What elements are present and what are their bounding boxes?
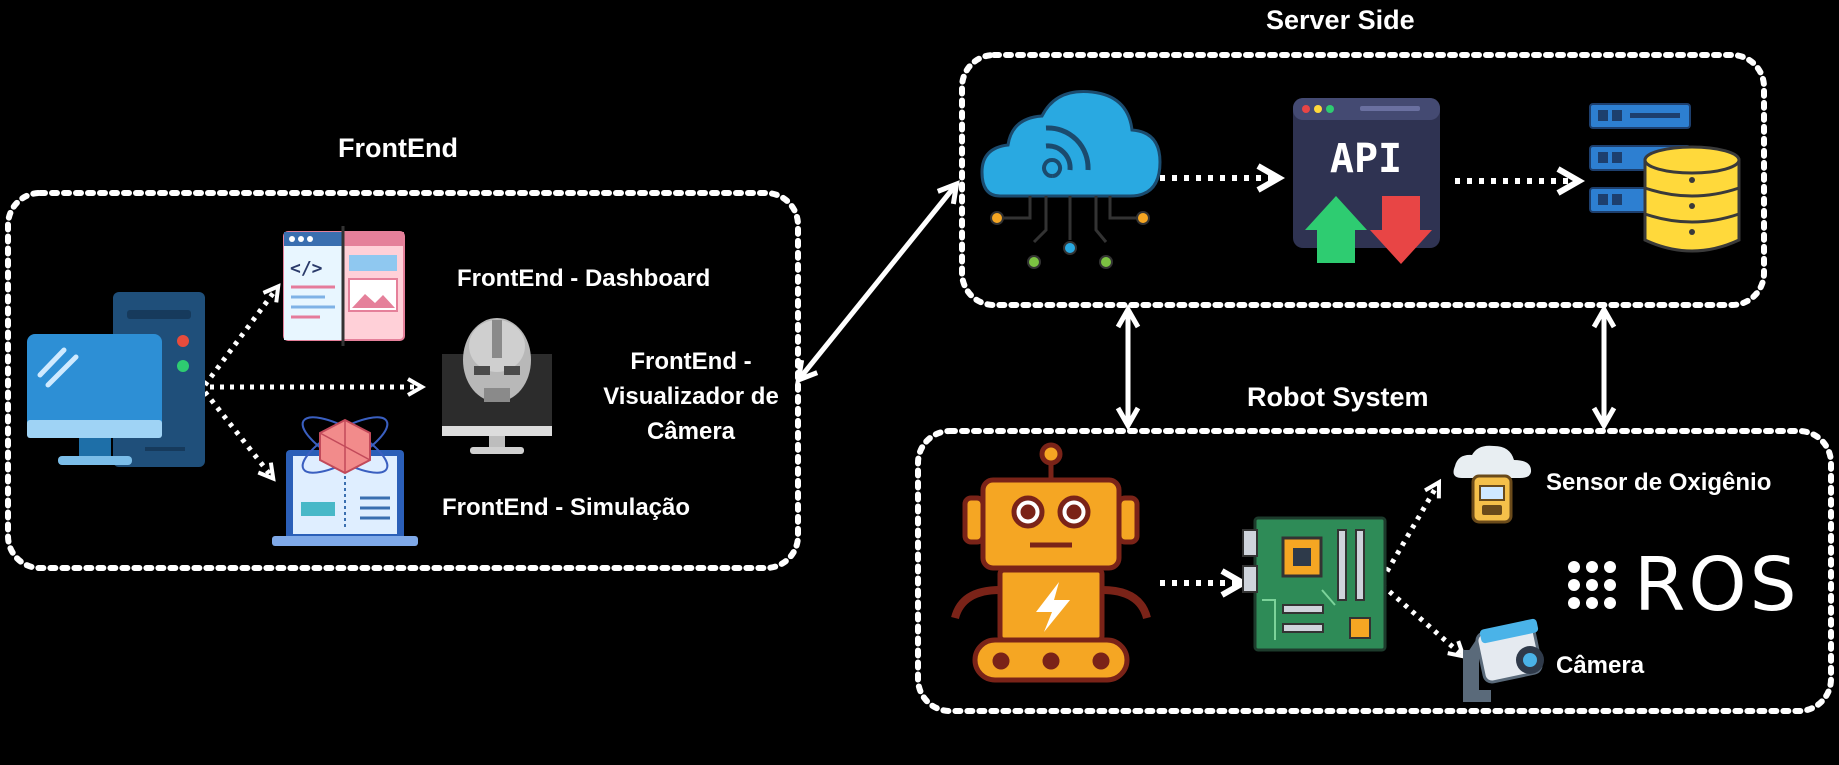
oxygen-sensor-icon (1453, 445, 1532, 524)
server-database-icon (1589, 103, 1741, 253)
arrow-computer-to-dashboard (202, 283, 281, 387)
connector-arrows (202, 163, 1617, 659)
laptop-3d-icon (272, 416, 418, 546)
frontend-dashboard-label: FrontEnd - Dashboard (457, 265, 711, 292)
camera-viewer-label-line-3: Câmera (646, 418, 736, 445)
robot-icon (951, 442, 1151, 683)
oxygen-sensor-label: Sensor de Oxigênio (1546, 469, 1772, 496)
ros-logo: ROS (1568, 548, 1800, 622)
server-group-box (959, 52, 1767, 308)
arrow-computer-to-simulation (203, 390, 276, 482)
desktop-computer-icon (27, 292, 205, 467)
arrow-board-to-camera (1380, 583, 1467, 659)
camera-viewer-label-line-2: Visualizador de (603, 383, 779, 410)
robot-system-title: Robot System (1247, 382, 1429, 412)
camera-label: Câmera (1556, 652, 1645, 679)
circuit-board-icon (1242, 516, 1387, 652)
code-window-icon: </> (283, 226, 405, 346)
robot-head-monitor-icon (442, 318, 552, 454)
security-camera-icon (1463, 618, 1544, 702)
frontend-camera-viewer-label: FrontEnd - Visualizador de Câmera (594, 344, 788, 449)
arrow-frontend-server (795, 180, 960, 384)
svg-text:</>: </> (290, 258, 323, 279)
api-text: API (1330, 136, 1402, 182)
server-side-title: Server Side (1266, 5, 1415, 35)
api-icon: API (1293, 98, 1440, 264)
ros-logo-text: ROS (1634, 542, 1800, 628)
cloud-network-icon (980, 90, 1162, 269)
frontend-simulation-label: FrontEnd - Simulação (442, 494, 691, 521)
camera-viewer-label-line-1: FrontEnd - (630, 348, 752, 375)
frontend-title: FrontEnd (338, 133, 458, 163)
ros-dots-icon (1568, 561, 1616, 609)
robot-group-box (915, 428, 1834, 714)
arrow-board-to-oxygen-sensor (1379, 478, 1442, 582)
